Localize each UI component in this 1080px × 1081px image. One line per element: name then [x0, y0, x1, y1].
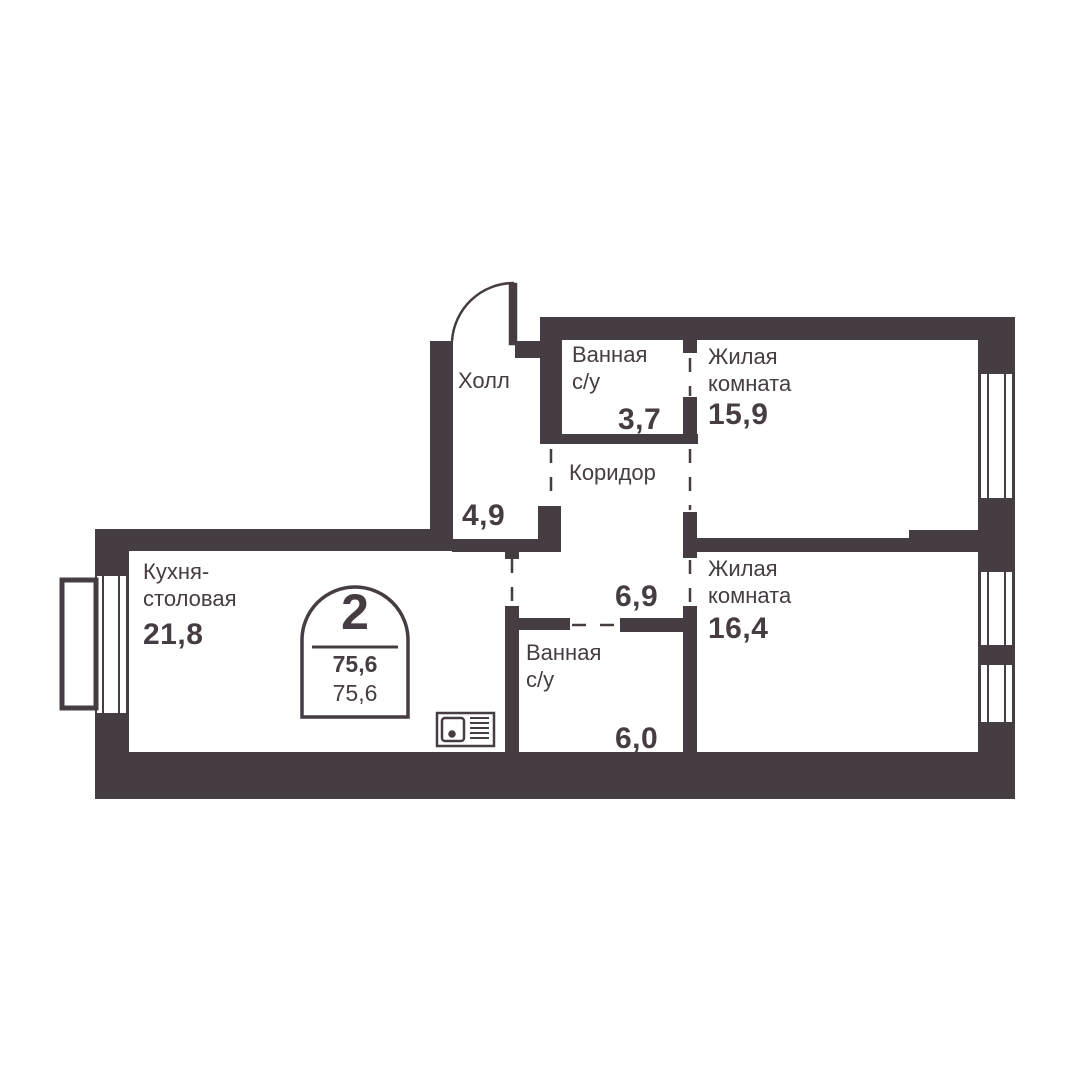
wall-bottom — [95, 752, 1015, 799]
wall-top — [540, 317, 1015, 340]
living-2-name-line2: комната — [708, 583, 792, 608]
room-count-badge — [300, 585, 410, 719]
wall-living-post — [683, 512, 697, 558]
window-right-bottom — [981, 572, 1012, 722]
badge-total-area: 75,6 — [332, 651, 378, 677]
hall-name: Холл — [458, 368, 510, 393]
walls — [95, 317, 1015, 799]
wall-kitchen-top — [95, 529, 453, 551]
kitchen-sink-icon — [435, 711, 496, 748]
bath-top-name-line2: с/у — [572, 369, 601, 394]
kitchen-name-line2: столовая — [143, 586, 237, 611]
window-left — [59, 576, 126, 713]
hall-area: 4,9 — [462, 499, 506, 532]
wall-hall-post — [505, 546, 519, 559]
wall-bath-bottom-right — [683, 606, 697, 766]
corridor-name: Коридор — [569, 460, 656, 485]
bath-bottom-area: 6,0 — [615, 722, 659, 755]
wall-entry-stub — [515, 341, 542, 358]
bath-bottom-name-line2: с/у — [526, 667, 555, 692]
living-2-area: 16,4 — [708, 612, 769, 645]
kitchen-area: 21,8 — [143, 618, 204, 651]
wall-bath-bottom-top-a — [505, 618, 570, 630]
windows — [59, 374, 1012, 722]
bath-top-name-line1: Ванная — [572, 342, 648, 367]
wall-bath-bottom-left — [505, 606, 519, 766]
door-openings — [510, 358, 692, 627]
wall-hall-left — [430, 341, 453, 551]
wall-bath-top-left — [540, 317, 562, 442]
living-1-name-line2: комната — [708, 371, 792, 396]
living-1-area: 15,9 — [708, 398, 769, 431]
wall-bath-bottom-top-b — [620, 618, 697, 632]
wall-bath-top-right-1 — [683, 340, 697, 353]
bath-top-area: 3,7 — [618, 403, 662, 436]
wall-hall-bottom — [452, 539, 561, 552]
window-right-top — [981, 374, 1012, 498]
kitchen-name-line1: Кухня- — [143, 559, 210, 584]
badge-rooms-count: 2 — [341, 584, 369, 640]
corridor-area: 6,9 — [615, 580, 659, 613]
entrance-door-swing-icon — [450, 281, 518, 346]
wall-bath-top-right-2 — [683, 397, 697, 444]
badge-living-area: 75,6 — [332, 680, 378, 706]
living-1-name-line1: Жилая — [708, 344, 778, 369]
bath-bottom-name-line1: Ванная — [526, 640, 602, 665]
living-2-name-line1: Жилая — [708, 556, 778, 581]
wall-bath-top-bottom — [540, 434, 698, 444]
